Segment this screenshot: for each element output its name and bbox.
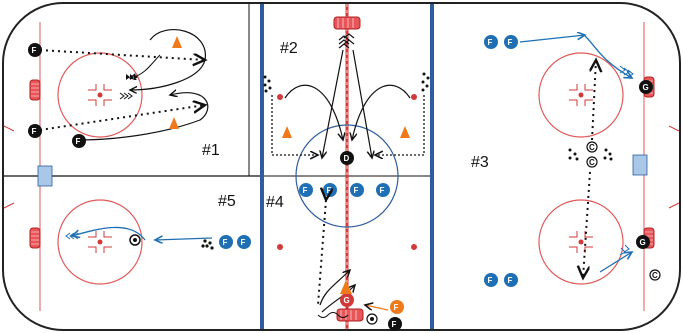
drill-label-4: #4 (266, 194, 284, 211)
bench-right (632, 154, 648, 176)
player-forward-blue: F (350, 183, 364, 197)
drill-label-3: #3 (471, 154, 489, 171)
coach-icon (366, 313, 378, 325)
drill4-skate-path (317, 312, 349, 318)
svg-text:F: F (508, 38, 513, 47)
cone-icon (172, 36, 182, 48)
player-defense: D (340, 151, 354, 165)
svg-text:G: G (643, 83, 649, 92)
goalie-icon: G (639, 80, 653, 94)
coach-icon (129, 234, 141, 246)
puck-pile-icon (619, 244, 630, 256)
coach-icon: C (586, 156, 598, 168)
player-forward-blue: F (484, 35, 498, 49)
player-forward-black: F (72, 134, 86, 148)
puck-pile-icon (263, 72, 430, 93)
svg-text:F: F (223, 238, 228, 247)
player-forward-black: F (28, 124, 42, 138)
player-forward-black: F (28, 43, 42, 57)
drill2-stickhandle-path (271, 95, 318, 155)
drill-label-1: #1 (202, 142, 220, 159)
player-forward-blue: F (376, 183, 390, 197)
puck-pile-icon (568, 148, 613, 161)
goalie-icon: G (340, 293, 354, 307)
svg-text:F: F (327, 186, 332, 195)
svg-text:F: F (32, 127, 37, 136)
svg-text:C: C (589, 158, 595, 167)
cone-icon (400, 126, 410, 138)
player-forward-blue: F (219, 235, 233, 249)
svg-text:F: F (508, 276, 513, 285)
svg-text:F: F (354, 186, 359, 195)
net-icon (333, 16, 361, 30)
faceoff-circle-bottom-left (57, 199, 143, 285)
drill5-pass-line (155, 238, 213, 240)
coach-icon: C (649, 269, 661, 281)
center-circle (295, 124, 399, 228)
svg-text:F: F (241, 238, 246, 247)
drill3-pass-line (519, 35, 585, 43)
drill2-skate-path (352, 49, 372, 158)
drill5-skate-path (72, 226, 146, 241)
player-forward-blue: F (237, 235, 251, 249)
drill2-skate-path (352, 84, 411, 140)
faceoff-circle-bottom-right (538, 199, 624, 285)
puck-pile-icon (619, 65, 634, 78)
svg-text:F: F (488, 276, 493, 285)
blue-line-right (430, 4, 434, 329)
drill-label-5: #5 (218, 193, 236, 210)
drill1-skate-path (130, 29, 206, 90)
goalie-icon: G (636, 235, 650, 249)
drill3-skate-path (584, 35, 632, 78)
drill4-pass-line (365, 305, 389, 311)
net-icon (29, 79, 41, 101)
svg-text:F: F (394, 303, 399, 312)
player-forward-blue: F (484, 273, 498, 287)
drill3-skate-path (599, 252, 632, 273)
svg-text:G: G (640, 238, 646, 247)
svg-text:F: F (32, 46, 37, 55)
drill3-stickhandle-path (592, 60, 596, 141)
drill-label-2: #2 (280, 40, 298, 57)
cone-icon (282, 126, 292, 138)
svg-text:F: F (380, 186, 385, 195)
player-forward-blue: F (504, 273, 518, 287)
puck-pile-icon (65, 232, 79, 240)
drill2-stickhandle-path (375, 95, 425, 155)
puck-pile-icon (201, 239, 214, 250)
puck-pile-icon (338, 33, 355, 49)
blue-line-left (260, 4, 264, 329)
player-forward-blue: F (299, 183, 313, 197)
svg-text:F: F (303, 186, 308, 195)
svg-text:D: D (344, 154, 350, 163)
drill2-skate-path (322, 49, 344, 158)
svg-text:G: G (344, 296, 350, 305)
svg-text:C: C (589, 143, 595, 152)
drill2-skate-path (284, 84, 343, 140)
svg-text:F: F (488, 38, 493, 47)
puck-pile-icon (119, 74, 138, 100)
svg-text:F: F (76, 137, 81, 146)
player-forward-orange: F (390, 300, 404, 314)
drill1-skate-path (79, 93, 209, 141)
player-forward-blue: F (504, 35, 518, 49)
cone-icon (169, 117, 179, 129)
svg-text:C: C (652, 271, 658, 280)
svg-text:F: F (392, 320, 397, 329)
net-icon (29, 227, 41, 249)
player-forward-black: F (388, 317, 402, 331)
bench-left (37, 165, 53, 187)
net-icon (336, 308, 364, 322)
faceoff-circle-top-right (538, 52, 624, 138)
coach-icon: C (586, 141, 598, 153)
drill4-skate-path (321, 285, 355, 313)
drill4-skate-path (319, 270, 350, 306)
player-forward-blue: F (323, 183, 337, 197)
cone-icon (340, 280, 352, 294)
drill1-pass-line (39, 105, 205, 131)
